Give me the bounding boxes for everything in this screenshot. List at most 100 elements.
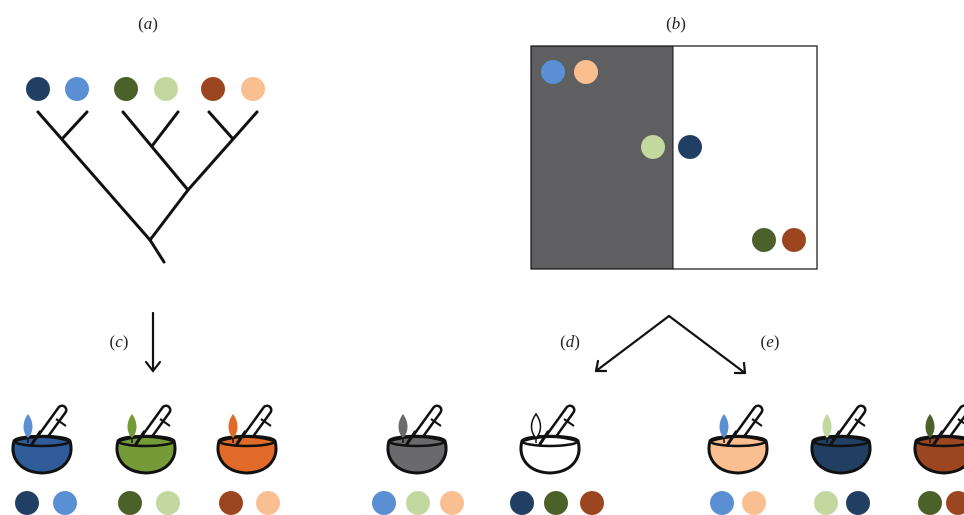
pestle-tip (405, 430, 417, 446)
mortar-groups (11, 404, 964, 515)
mortar-bowl (707, 435, 769, 475)
trait-point-light-blue (541, 60, 565, 84)
species-dot-light-blue (372, 491, 396, 515)
tree-branch (121, 110, 190, 192)
species-dot-dark-green (918, 491, 942, 515)
mortar-bowl (115, 435, 177, 475)
trait-point-rust (782, 228, 806, 252)
mortar-rim (914, 434, 964, 448)
tip-dot-rust (201, 77, 225, 101)
tip-dot-dark-green (114, 77, 138, 101)
mortar-group-d1 (372, 404, 464, 515)
leaf-icon (228, 414, 238, 438)
tip-dot-light-green (154, 77, 178, 101)
species-dot-dark-green (118, 491, 142, 515)
mortar-pestle-icon (519, 404, 581, 475)
tree-branch (36, 110, 152, 242)
trait-space-frame (530, 45, 818, 270)
pestle-tip (30, 430, 42, 446)
leaf-icon (23, 414, 33, 438)
panel-label-a: (a) (138, 14, 158, 33)
leaf-icon (398, 414, 408, 438)
species-dot-rust (946, 491, 964, 515)
mortar-group-e3 (913, 404, 964, 515)
pestle-tip (538, 430, 550, 446)
mortar-pestle-icon (386, 404, 448, 475)
leaf-icon (822, 414, 832, 438)
species-dot-light-blue (53, 491, 77, 515)
mortar-group-e2 (810, 404, 872, 515)
species-dot-peach (440, 491, 464, 515)
mortar-pestle-icon (11, 404, 73, 475)
mortar-rim (217, 434, 277, 448)
tree-branch (186, 110, 259, 192)
tree-branch (60, 110, 89, 141)
leaf-icon (925, 414, 935, 438)
mortar-bowl (810, 435, 872, 475)
arrow-e-head (733, 361, 747, 375)
trait-space-points (541, 60, 806, 252)
mortar-rim (387, 434, 447, 448)
mortar-group-c1 (11, 404, 77, 515)
mortar-bowl (216, 435, 278, 475)
mortar-pestle-icon (810, 404, 872, 475)
mortar-rim (708, 434, 768, 448)
mortar-pestle-icon (115, 404, 177, 475)
tip-dot-light-blue (65, 77, 89, 101)
trait-point-navy (678, 135, 702, 159)
pestle-tip (726, 430, 738, 446)
species-dot-navy (846, 491, 870, 515)
species-dot-peach (256, 491, 280, 515)
phylogenetic-tree (36, 110, 259, 264)
mortar-rim (12, 434, 72, 448)
arrow-d-head (594, 359, 608, 373)
species-dot-dark-green (544, 491, 568, 515)
mortar-rim (811, 434, 871, 448)
mortar-group-c2 (115, 404, 180, 515)
trait-point-light-green (641, 135, 665, 159)
leaf-icon (719, 414, 729, 438)
leaf-icon (127, 414, 137, 438)
panel-label-b: (b) (666, 14, 686, 33)
species-dot-light-green (814, 491, 838, 515)
mortar-pestle-icon (707, 404, 769, 475)
mortar-bowl (11, 435, 73, 475)
panel-label-d: (d) (560, 332, 580, 351)
species-dot-light-green (156, 491, 180, 515)
mortar-pestle-icon (913, 404, 964, 475)
species-dot-rust (219, 491, 243, 515)
arrow-d-shaft (594, 314, 671, 373)
species-dot-peach (742, 491, 766, 515)
arrow-e-shaft (667, 314, 747, 375)
mortar-group-e1 (707, 404, 769, 515)
species-dot-navy (15, 491, 39, 515)
arrow-c (144, 311, 162, 373)
tree-root-stem (148, 238, 166, 264)
mortar-bowl (913, 435, 964, 475)
mortar-group-d2 (510, 404, 604, 515)
panel-label-c: (c) (110, 332, 129, 351)
trait-point-peach (574, 60, 598, 84)
pestle-tip (932, 430, 944, 446)
species-dot-rust (580, 491, 604, 515)
pestle-tip (134, 430, 146, 446)
arrow-c-head (144, 360, 162, 373)
mortar-rim (520, 434, 580, 448)
mortar-pestle-icon (216, 404, 278, 475)
tip-dot-navy (26, 77, 50, 101)
species-dot-light-green (406, 491, 430, 515)
pestle-tip (829, 430, 841, 446)
tree-tips (26, 77, 265, 101)
tree-branch (207, 110, 235, 141)
tip-dot-peach (241, 77, 265, 101)
panel-label-e: (e) (761, 332, 780, 351)
leaf-icon (530, 412, 542, 440)
arrow-split (594, 314, 747, 375)
mortar-rim (116, 434, 176, 448)
pestle-tip (235, 430, 247, 446)
trait-point-dark-green (752, 228, 776, 252)
mortar-bowl (519, 435, 581, 475)
mortar-bowl (386, 435, 448, 475)
species-dot-navy (510, 491, 534, 515)
